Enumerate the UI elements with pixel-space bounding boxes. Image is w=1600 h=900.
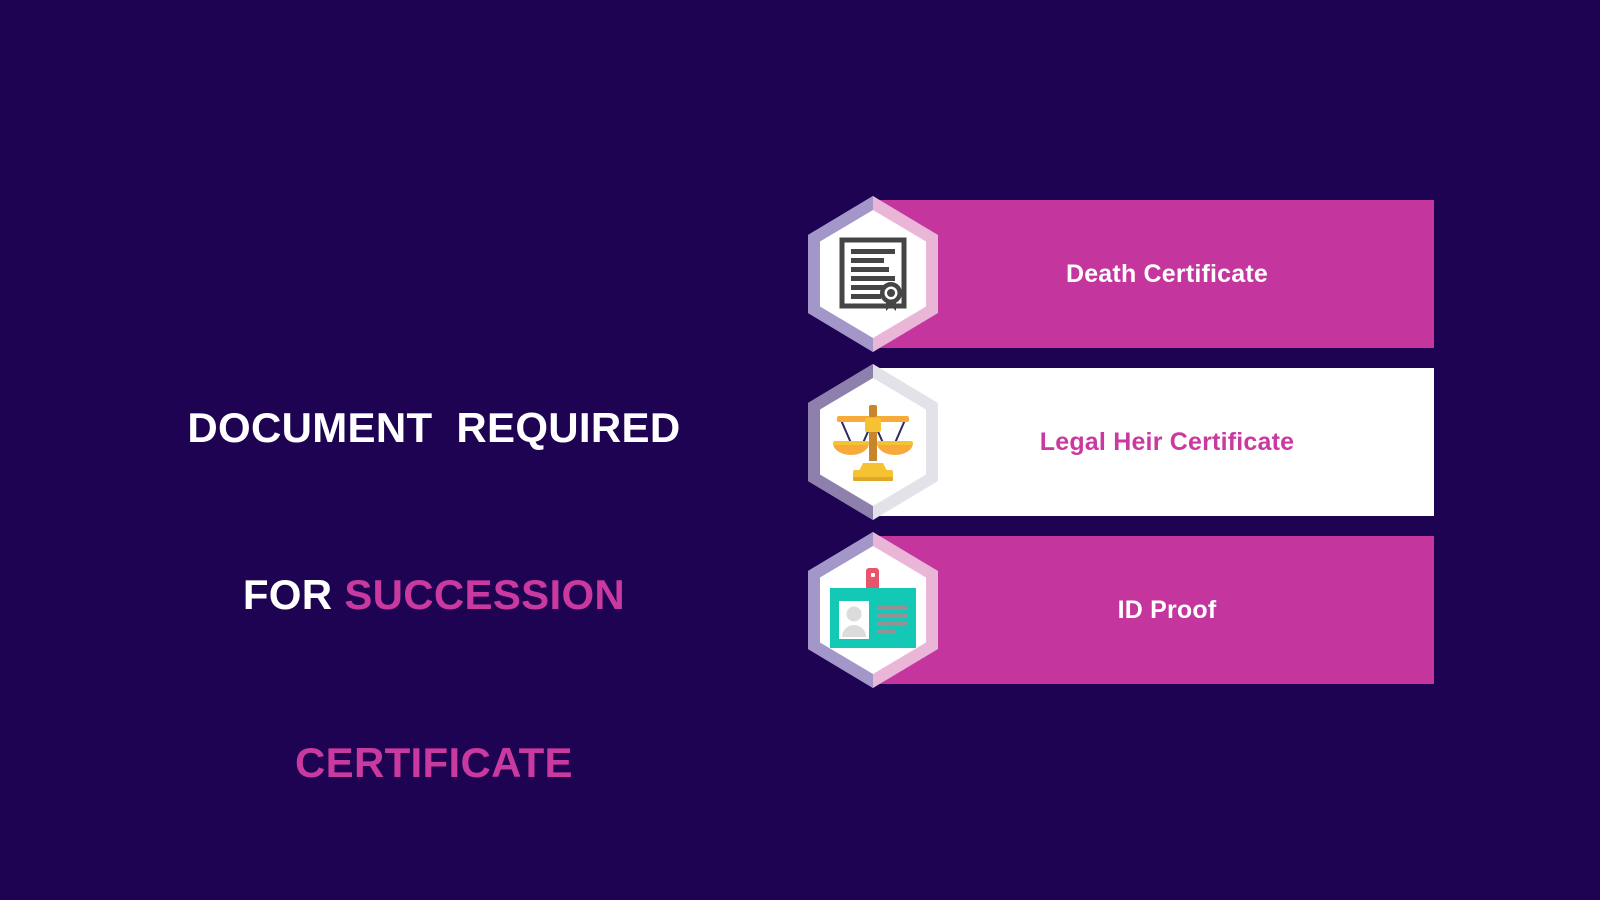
row-label: Legal Heir Certificate (1039, 427, 1295, 456)
scales-of-justice-icon (808, 364, 938, 520)
title-line-1: DOCUMENT REQUIRED (187, 403, 681, 451)
list-item[interactable]: ID Proof (808, 532, 1434, 688)
id-badge-card-icon (808, 532, 938, 688)
row-bar (874, 536, 1434, 684)
requirements-list: Death Certificate (808, 196, 1434, 704)
row-bar (874, 368, 1434, 516)
title-line-2-accent: SUCCESSION (344, 571, 626, 619)
row-label: ID Proof (1117, 595, 1217, 624)
list-item[interactable]: Legal Heir Certificate (808, 364, 1434, 520)
page-title: DOCUMENT REQUIRED FOR SUCCESSION CERTIFI… (120, 344, 700, 847)
list-item[interactable]: Death Certificate (808, 196, 1434, 352)
title-line-2-white: FOR (242, 571, 345, 619)
hexagon-badge (808, 196, 938, 352)
row-label: Death Certificate (1065, 259, 1269, 288)
row-bar (874, 200, 1434, 348)
certificate-document-icon (808, 196, 938, 352)
title-line-3-accent: CERTIFICATE (295, 739, 573, 787)
